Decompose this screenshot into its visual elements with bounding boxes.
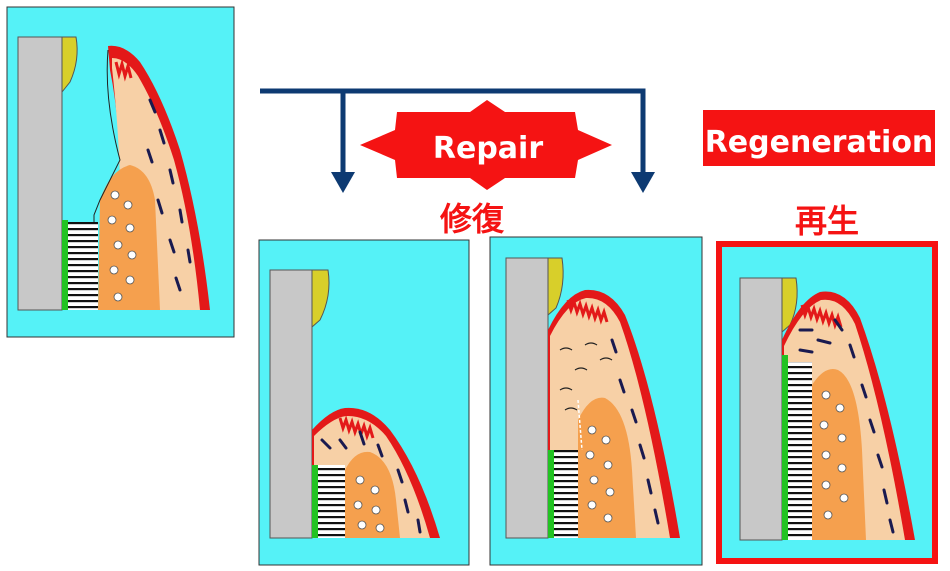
regeneration-jp-label: 再生 xyxy=(795,202,859,240)
arrow-head-right xyxy=(631,172,655,193)
repair-label: Repair xyxy=(433,131,543,166)
repair-jp-label: 修復 xyxy=(439,200,505,238)
panel-regeneration xyxy=(716,241,938,564)
alveolar-bone xyxy=(98,165,160,310)
repair-banner: Repair xyxy=(360,100,612,190)
tooth-root xyxy=(18,37,62,310)
panel-repair-1 xyxy=(259,240,469,565)
panel-repair-2 xyxy=(490,237,702,565)
periodontal-ligament xyxy=(68,222,98,310)
cementum xyxy=(62,220,68,310)
panel-initial-state xyxy=(7,7,234,337)
arrow-head-left xyxy=(331,172,355,193)
regeneration-banner: Regeneration xyxy=(703,110,935,166)
regeneration-label: Regeneration xyxy=(705,125,934,160)
